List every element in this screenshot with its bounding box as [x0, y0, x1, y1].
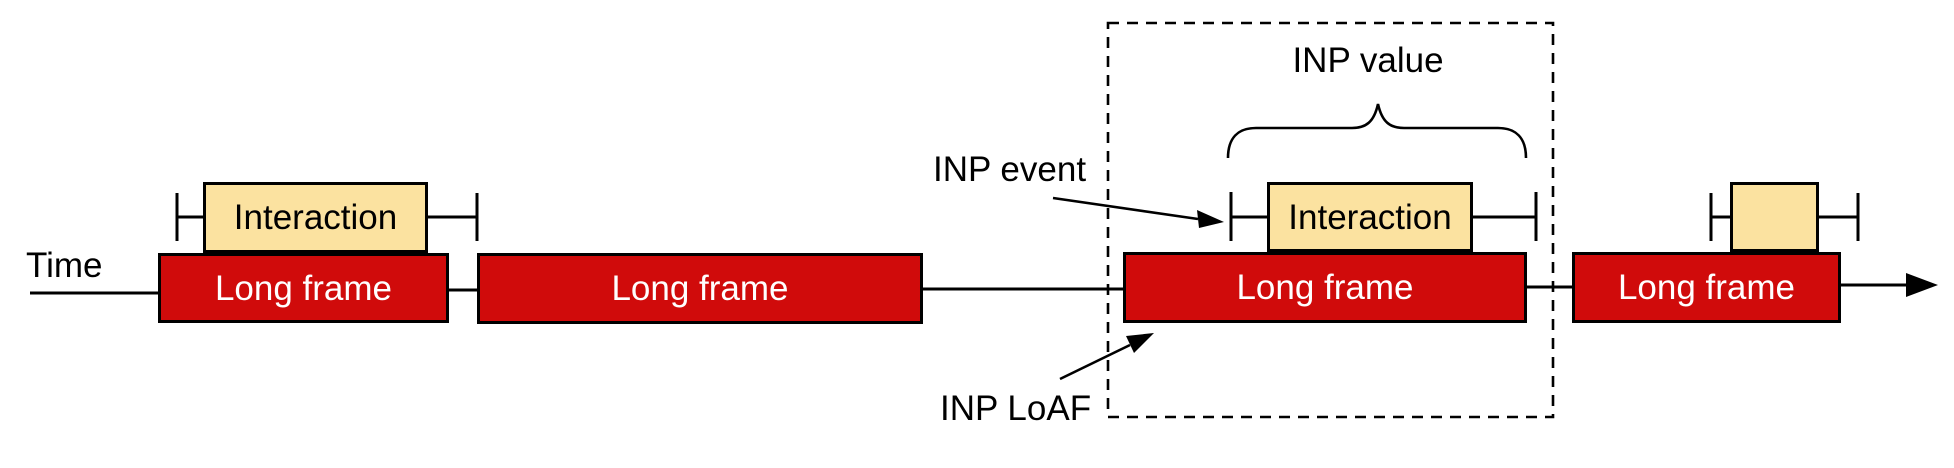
interaction-box: Interaction	[1267, 182, 1473, 252]
inp-value-brace-icon	[1226, 103, 1528, 159]
inp-loaf-arrowhead-icon	[1126, 333, 1154, 353]
long-frame-box: Long frame	[477, 253, 923, 324]
inp-value-label: INP value	[1292, 41, 1444, 80]
long-frame-label: Long frame	[611, 269, 789, 308]
time-axis-label: Time	[26, 246, 103, 285]
inp-loaf-arrow	[1059, 343, 1131, 381]
inp-event-label: INP event	[933, 150, 1087, 189]
interaction-box: Interaction	[203, 182, 428, 253]
inp-loaf-label: INP LoAF	[940, 389, 1092, 428]
interaction-box	[1730, 182, 1819, 252]
inp-event-arrow	[1052, 196, 1199, 221]
long-frame-label: Long frame	[1236, 268, 1414, 307]
timeline-arrowhead-icon	[1906, 273, 1938, 297]
long-frame-label: Long frame	[214, 268, 393, 308]
long-frame-box: Long frame	[1123, 252, 1527, 323]
interaction-label: Interaction	[1288, 197, 1452, 237]
long-frame-label: Long frame	[1617, 268, 1796, 307]
inp-event-arrowhead-icon	[1197, 210, 1224, 228]
long-frame-box: Long frame	[158, 253, 449, 323]
interaction-label: Interaction	[233, 198, 398, 237]
long-frame-box: Long frame	[1572, 252, 1841, 323]
